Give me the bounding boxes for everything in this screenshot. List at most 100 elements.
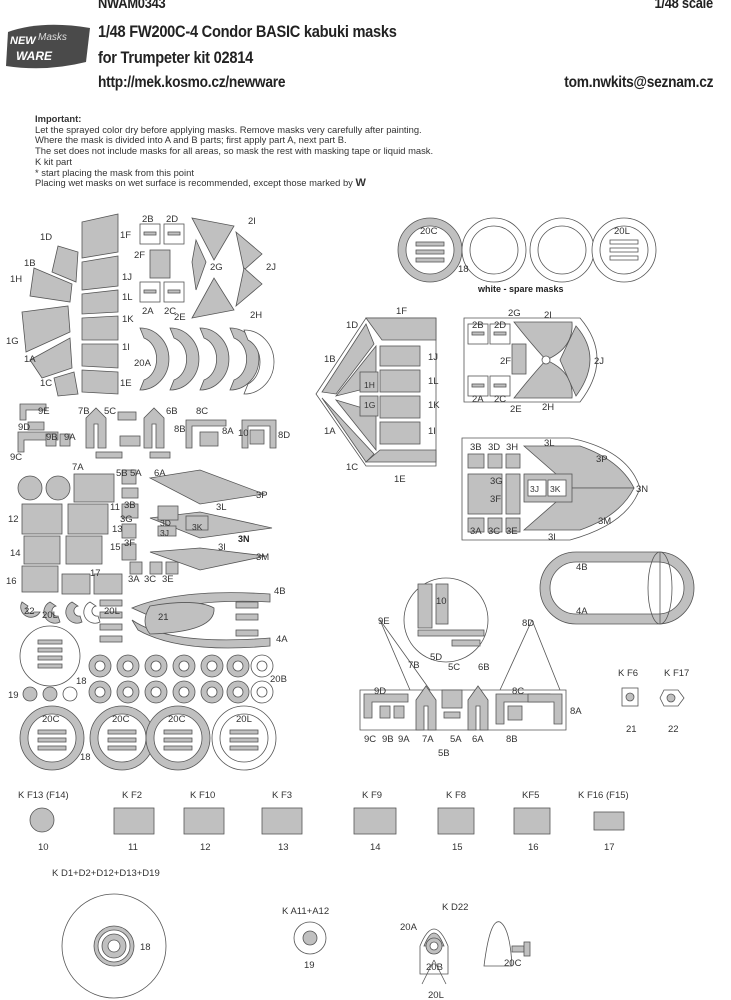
svg-text:3P: 3P: [256, 490, 268, 501]
svg-text:4B: 4B: [576, 562, 588, 573]
svg-text:3P: 3P: [596, 454, 608, 465]
svg-text:20L: 20L: [614, 226, 630, 237]
svg-text:9B: 9B: [46, 432, 58, 443]
svg-text:K F2: K F2: [122, 790, 142, 801]
svg-text:3J: 3J: [530, 484, 539, 494]
svg-text:K F10: K F10: [190, 790, 215, 801]
svg-text:10: 10: [238, 428, 249, 439]
email-link[interactable]: tom.nwkits@seznam.cz: [564, 74, 713, 91]
note-line-3: The set does not include masks for all a…: [35, 145, 434, 157]
svg-text:1L: 1L: [122, 292, 133, 303]
svg-text:2E: 2E: [510, 404, 522, 415]
svg-text:3K: 3K: [192, 522, 203, 532]
svg-text:3M: 3M: [256, 552, 269, 563]
wet-mark: W: [355, 177, 366, 190]
svg-text:8A: 8A: [222, 426, 234, 437]
svg-text:1I: 1I: [122, 342, 130, 353]
svg-text:14: 14: [370, 842, 381, 853]
svg-text:1D: 1D: [346, 320, 358, 331]
svg-text:16: 16: [6, 576, 17, 587]
svg-text:1J: 1J: [428, 352, 438, 363]
svg-text:3L: 3L: [216, 502, 227, 513]
svg-text:2I: 2I: [544, 310, 552, 321]
svg-text:3E: 3E: [162, 574, 174, 585]
svg-text:21: 21: [158, 612, 169, 623]
note-line-2: Where the mask is divided into A and B p…: [35, 134, 347, 146]
svg-text:1K: 1K: [428, 400, 440, 411]
svg-text:12: 12: [200, 842, 211, 853]
svg-text:1B: 1B: [324, 354, 336, 365]
svg-text:20L: 20L: [236, 714, 252, 725]
svg-text:2G: 2G: [508, 308, 521, 319]
svg-text:3A: 3A: [128, 574, 140, 585]
svg-text:2F: 2F: [500, 356, 511, 367]
svg-text:K F9: K F9: [362, 790, 382, 801]
scale-label: 1/48 scale: [654, 0, 714, 12]
svg-text:1C: 1C: [346, 462, 358, 473]
svg-text:9E: 9E: [378, 616, 390, 627]
svg-text:11: 11: [128, 842, 138, 853]
svg-text:1C: 1C: [40, 378, 52, 389]
svg-text:3L: 3L: [544, 438, 555, 449]
svg-text:1G: 1G: [364, 400, 375, 410]
kit-small-parts: K F6 21 K F17 22: [618, 668, 689, 735]
svg-text:9D: 9D: [18, 422, 30, 433]
note-line-6: Placing wet masks on wet surface is reco…: [35, 177, 366, 190]
svg-text:7A: 7A: [422, 734, 434, 745]
svg-text:1E: 1E: [394, 474, 406, 485]
svg-text:8B: 8B: [506, 734, 518, 745]
svg-text:1H: 1H: [10, 274, 22, 285]
svg-text:16: 16: [528, 842, 539, 853]
svg-text:9E: 9E: [38, 406, 50, 417]
svg-text:5A: 5A: [130, 468, 142, 479]
svg-text:2A: 2A: [472, 394, 484, 405]
svg-text:7A: 7A: [72, 462, 84, 473]
svg-text:1L: 1L: [428, 376, 439, 387]
svg-text:3C: 3C: [488, 526, 500, 537]
svg-text:3I: 3I: [548, 532, 556, 543]
svg-text:K F3: K F3: [272, 790, 292, 801]
svg-text:20C: 20C: [168, 714, 186, 725]
nose-glazing-diagram: 3B 3D 3H 3L 3P 3G 3J 3K 3N 3F 3A 3C 3E 3…: [461, 437, 648, 543]
sheet-subtitle: for Trumpeter kit 02814: [98, 48, 253, 67]
important-notes: Important: Let the sprayed color dry bef…: [35, 113, 555, 190]
newware-logo: NEW Masks WARE: [6, 24, 90, 69]
svg-text:20L: 20L: [42, 610, 58, 621]
svg-text:17: 17: [90, 568, 101, 579]
svg-text:1D: 1D: [40, 232, 52, 243]
svg-text:9A: 9A: [398, 734, 410, 745]
svg-text:5C: 5C: [448, 662, 460, 673]
svg-text:1E: 1E: [120, 378, 132, 389]
window-detail-diagram: 10 9E 8D 7B 5D 5C 6B 9D 8C 8A 9C 9B 9A 7…: [359, 577, 582, 759]
svg-text:3M: 3M: [598, 516, 611, 527]
logo-line3: WARE: [16, 49, 53, 63]
svg-text:20L: 20L: [104, 606, 120, 617]
svg-text:6B: 6B: [478, 662, 490, 673]
svg-text:5A: 5A: [450, 734, 462, 745]
svg-text:1K: 1K: [122, 314, 134, 325]
svg-text:3H: 3H: [506, 442, 518, 453]
svg-text:K F6: K F6: [618, 668, 638, 679]
svg-text:1F: 1F: [396, 306, 407, 317]
svg-text:18: 18: [76, 676, 87, 687]
svg-text:8B: 8B: [174, 424, 186, 435]
note-line-1: Let the sprayed color dry before applyin…: [35, 123, 422, 135]
svg-text:5B: 5B: [438, 748, 450, 759]
svg-text:9B: 9B: [382, 734, 394, 745]
svg-text:3G: 3G: [120, 514, 133, 525]
note-line-5: * start placing the mask from this point: [35, 166, 194, 178]
kit-parts-row: K F13 (F14) 10 K F2 11 K F10 12 K F3 13 …: [18, 790, 629, 853]
svg-text:4A: 4A: [276, 634, 288, 645]
svg-text:1A: 1A: [24, 354, 36, 365]
svg-text:8A: 8A: [570, 706, 582, 717]
svg-text:9C: 9C: [10, 452, 22, 463]
kit-bottom-parts: K D1+D2+D12+D13+D19 18 K A11+A12 19 K D2…: [52, 868, 531, 1000]
svg-text:7B: 7B: [408, 660, 420, 671]
website-link[interactable]: http://mek.kosmo.cz/newware: [98, 74, 286, 91]
svg-text:1B: 1B: [24, 258, 36, 269]
svg-text:13: 13: [278, 842, 289, 853]
svg-text:6A: 6A: [472, 734, 484, 745]
svg-text:1I: 1I: [428, 426, 436, 437]
left-sheet-labels: 1D 1F 2B 2D 2I 1B 1H 2F 2G 2J 1J 1L 2A 2…: [6, 214, 290, 763]
